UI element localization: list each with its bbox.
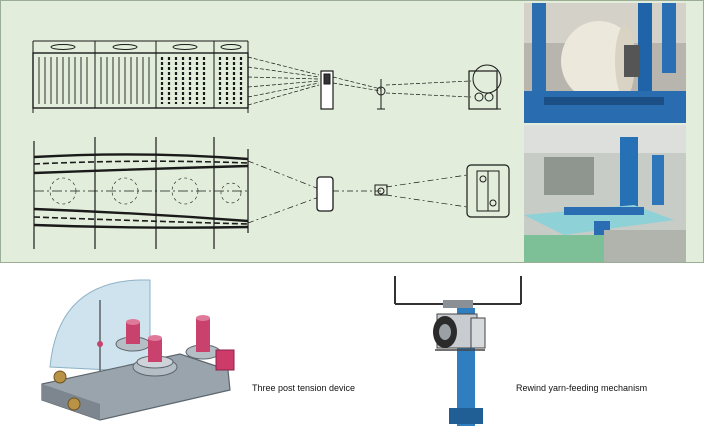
- photo-creel-table: [524, 125, 686, 262]
- creel-plan-view: [32, 40, 249, 113]
- caption-three-post-tension-device: Three post tension device: [252, 383, 356, 393]
- winder-top: [468, 64, 502, 110]
- three-post-tension-device-illustration: [41, 279, 235, 421]
- yarn-path-top: [247, 56, 472, 106]
- photo-bobbin-creel: [524, 3, 686, 123]
- winder-side: [466, 164, 510, 218]
- technical-drawing-panel: [0, 0, 704, 263]
- creel-side-view: [33, 137, 249, 249]
- yarn-path-bottom: [247, 160, 468, 224]
- caption-rewind-yarn-feeding-mechanism: Rewind yarn-feeding mechanism: [516, 383, 648, 393]
- creel-layout-drawing: [32, 40, 510, 249]
- rewind-yarn-feeding-mechanism-illustration: [394, 276, 522, 426]
